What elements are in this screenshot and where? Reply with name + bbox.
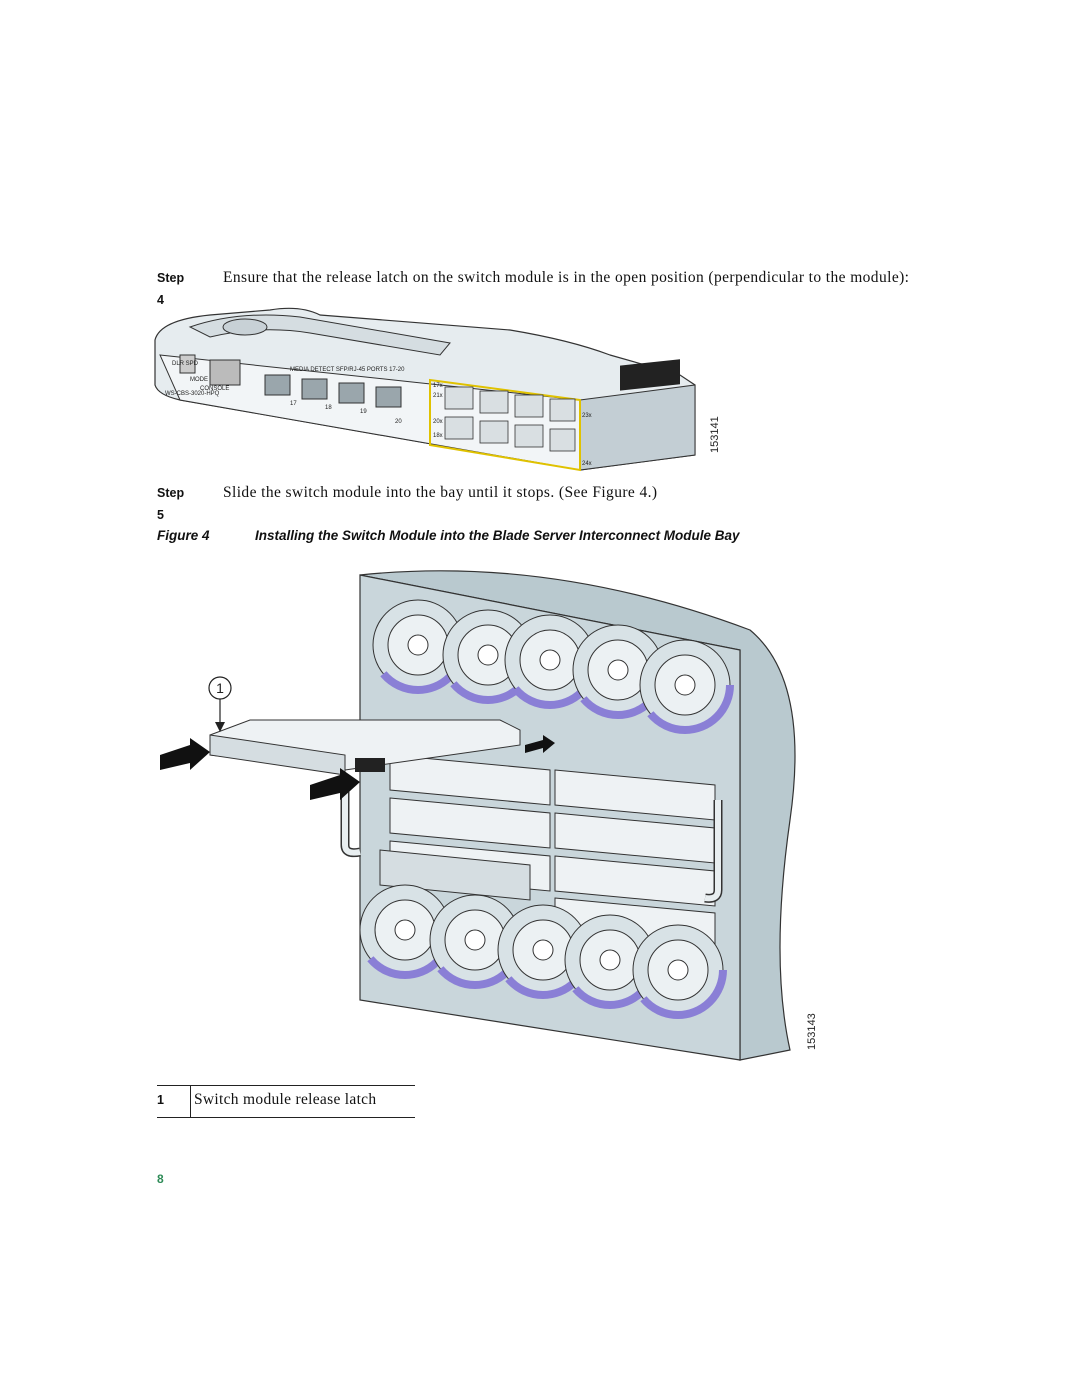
step-5-text: Slide the switch module into the bay unt… [223, 484, 658, 501]
figure-caption: Figure 4 Installing the Switch Module int… [157, 528, 740, 543]
step-5-label: Step 5 [157, 486, 185, 522]
port-19: 19 [360, 409, 367, 415]
callout-1: 1 [216, 680, 224, 696]
chassis-illustration: 1 153143 [160, 570, 818, 1061]
port-20x: 20x [433, 419, 443, 425]
port-18x: 18x [433, 433, 443, 439]
upper-fan-row [369, 596, 734, 734]
legend-divider [190, 1086, 191, 1117]
port-17: 17 [290, 401, 297, 407]
port-17x: 17x [433, 383, 443, 389]
page-number: 8 [157, 1172, 164, 1186]
mode-label: MODE [190, 377, 208, 383]
step-4-text: Ensure that the release latch on the swi… [223, 269, 910, 286]
legend-description: Switch module release latch [194, 1091, 377, 1108]
port-18: 18 [325, 405, 332, 411]
console-label: CONSOLE [200, 386, 229, 392]
step-4-label: Step 4 [157, 271, 185, 307]
figure-title: Installing the Switch Module into the Bl… [255, 528, 740, 543]
port-21x: 21x [433, 393, 443, 399]
lower-fan-row [356, 881, 727, 1019]
figure-number: Figure 4 [157, 528, 210, 543]
port-24x: 24x [582, 461, 592, 467]
legend-number: 1 [157, 1093, 164, 1107]
port-23x: 23x [582, 413, 592, 419]
port-20: 20 [395, 419, 402, 425]
switch-module-illustration: DLR SPD MODE CONSOLE WS-CBS-3020-HPQ MED… [154, 307, 721, 472]
media-label: MEDIA DETECT SFP/RJ-45 PORTS 17-20 [290, 367, 405, 373]
dlr-spd-label: DLR SPD [172, 361, 199, 367]
model-label: WS-CBS-3020-HPQ [165, 391, 220, 397]
legend-table: 1 Switch module release latch [157, 1085, 415, 1118]
chassis-figure-id: 153143 [806, 1013, 818, 1050]
module-figure-id: 153141 [709, 416, 721, 453]
